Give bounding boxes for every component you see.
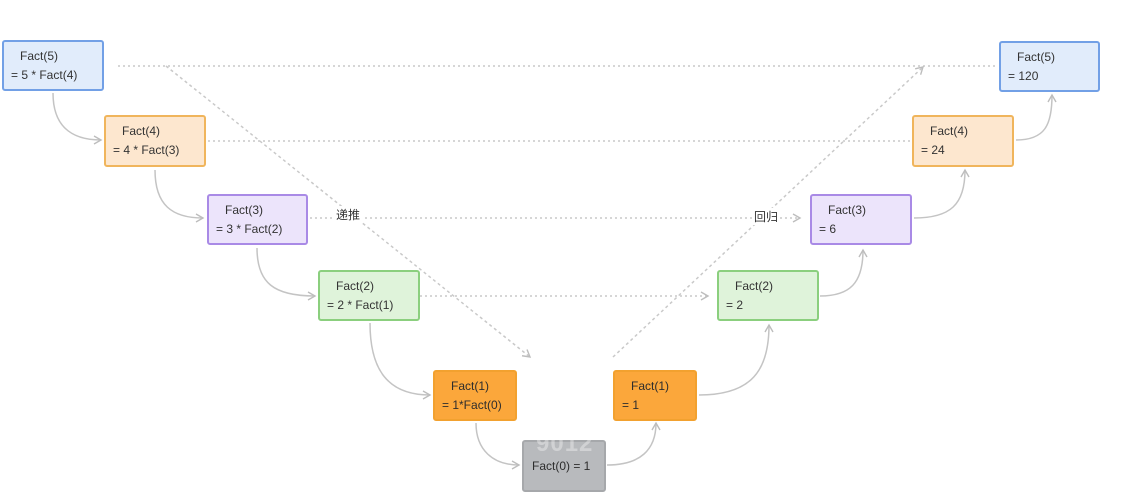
return-node-fact-5: Fact(5) = 120 <box>999 41 1100 92</box>
node-title: Fact(1) <box>631 379 670 393</box>
node-title: Fact(2) <box>735 279 774 293</box>
node-title: Fact(4) <box>122 124 161 138</box>
return-connector-1-2 <box>698 323 774 396</box>
call-connector-3-2 <box>256 247 317 301</box>
return-connector-3-4 <box>913 168 970 219</box>
node-expression: = 5 * Fact(4) <box>11 68 78 82</box>
call-connectors <box>52 92 521 470</box>
base-case-node: 9012 Fact(0) = 1 <box>522 432 606 492</box>
node-title: Fact(5) <box>20 49 59 63</box>
return-node-fact-2: Fact(2) = 2 <box>717 270 819 321</box>
node-expression: Fact(0) = 1 <box>532 459 591 473</box>
watermark: 9012 <box>536 430 594 457</box>
call-connector-4-3 <box>154 169 205 223</box>
call-node-fact-5: Fact(5) = 5 * Fact(4) <box>2 40 104 91</box>
node-expression: = 1*Fact(0) <box>442 398 502 412</box>
node-title: Fact(3) <box>225 203 264 217</box>
descend-label: 递推 <box>334 206 363 223</box>
node-value: = 1 <box>622 398 640 412</box>
call-connector-1-0 <box>475 422 521 470</box>
return-node-fact-1: Fact(1) = 1 <box>613 370 697 421</box>
node-expression: = 2 * Fact(1) <box>327 298 394 312</box>
level-guides <box>118 65 998 301</box>
node-expression: = 4 * Fact(3) <box>113 143 180 157</box>
node-title: Fact(3) <box>828 203 867 217</box>
node-value: = 24 <box>921 143 945 157</box>
call-connector-5-4 <box>52 92 103 145</box>
node-value: = 2 <box>726 298 744 312</box>
node-title: Fact(1) <box>451 379 490 393</box>
call-connector-2-1 <box>369 322 432 400</box>
return-connector-2-3 <box>819 248 868 297</box>
return-connectors <box>606 93 1057 466</box>
node-value: = 120 <box>1008 69 1039 83</box>
call-node-fact-4: Fact(4) = 4 * Fact(3) <box>104 115 206 167</box>
return-label: 回归 <box>752 208 781 225</box>
return-connector-4-5 <box>1015 93 1057 141</box>
call-node-fact-2: Fact(2) = 2 * Fact(1) <box>318 270 420 321</box>
return-node-fact-3: Fact(3) = 6 <box>810 194 912 245</box>
call-node-fact-1: Fact(1) = 1*Fact(0) <box>433 370 517 421</box>
node-title: Fact(4) <box>930 124 969 138</box>
node-title: Fact(5) <box>1017 50 1056 64</box>
call-node-fact-3: Fact(3) = 3 * Fact(2) <box>207 194 308 245</box>
return-node-fact-4: Fact(4) = 24 <box>912 115 1014 167</box>
return-connector-0-1 <box>606 421 661 466</box>
node-value: = 6 <box>819 222 837 236</box>
node-title: Fact(2) <box>336 279 375 293</box>
node-expression: = 3 * Fact(2) <box>216 222 283 236</box>
